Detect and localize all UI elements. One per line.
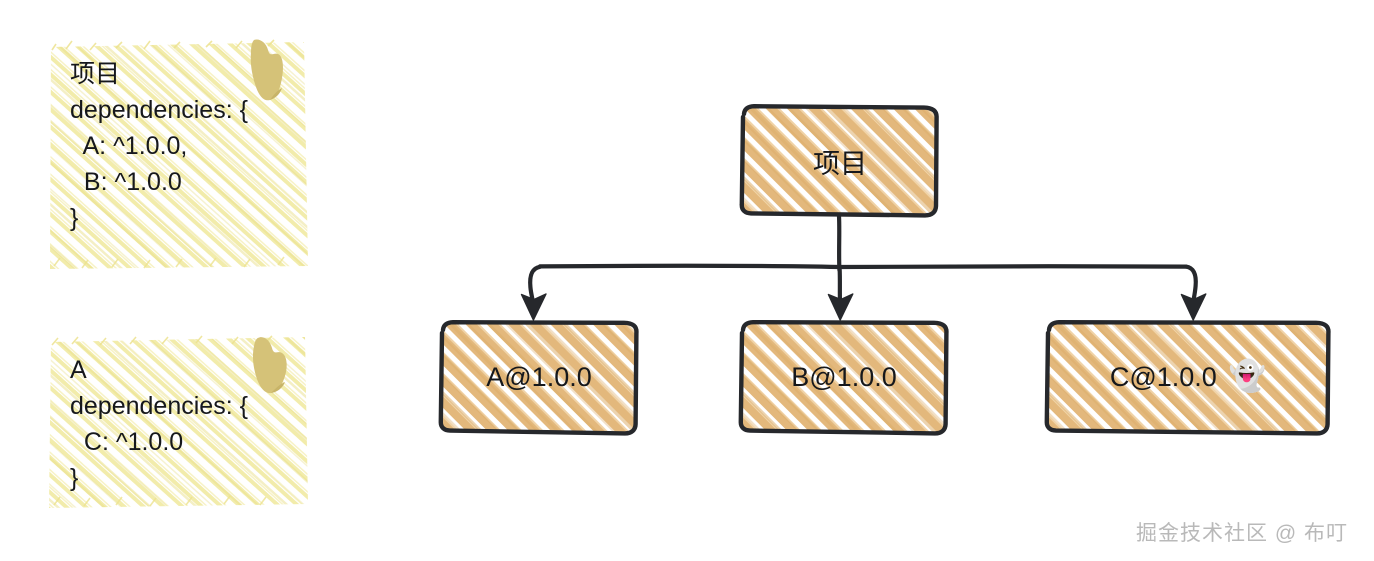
- node-background: [1044, 320, 1331, 436]
- note-background: [49, 335, 308, 508]
- node-package-c[interactable]: C@1.0.0 👻: [1042, 316, 1334, 438]
- node-package-b[interactable]: B@1.0.0: [736, 316, 952, 438]
- edge-to-c: [1183, 264, 1198, 306]
- node-background: [738, 320, 949, 436]
- project-dependencies-note: 项目 dependencies: { A: ^1.0.0, B: ^1.0.0 …: [46, 38, 312, 272]
- edge-bus-left: [537, 263, 842, 270]
- edge-to-a: [528, 264, 543, 306]
- edge-bus-right: [838, 264, 1189, 270]
- note-text: A dependencies: { C: ^1.0.0 }: [70, 356, 248, 492]
- package-a-dependencies-note: A dependencies: { C: ^1.0.0 }: [46, 334, 312, 510]
- node-project[interactable]: 项目: [738, 102, 942, 220]
- note-text: 项目 dependencies: { A: ^1.0.0, B: ^1.0.0 …: [70, 60, 248, 232]
- folded-corner-icon: [252, 337, 287, 394]
- node-background: [438, 320, 639, 436]
- folded-corner-icon: [250, 39, 283, 101]
- note-background: [50, 39, 308, 269]
- node-package-a[interactable]: A@1.0.0: [436, 316, 642, 438]
- watermark: 掘金技术社区 @ 布叮: [1136, 522, 1348, 545]
- node-background: [739, 104, 939, 218]
